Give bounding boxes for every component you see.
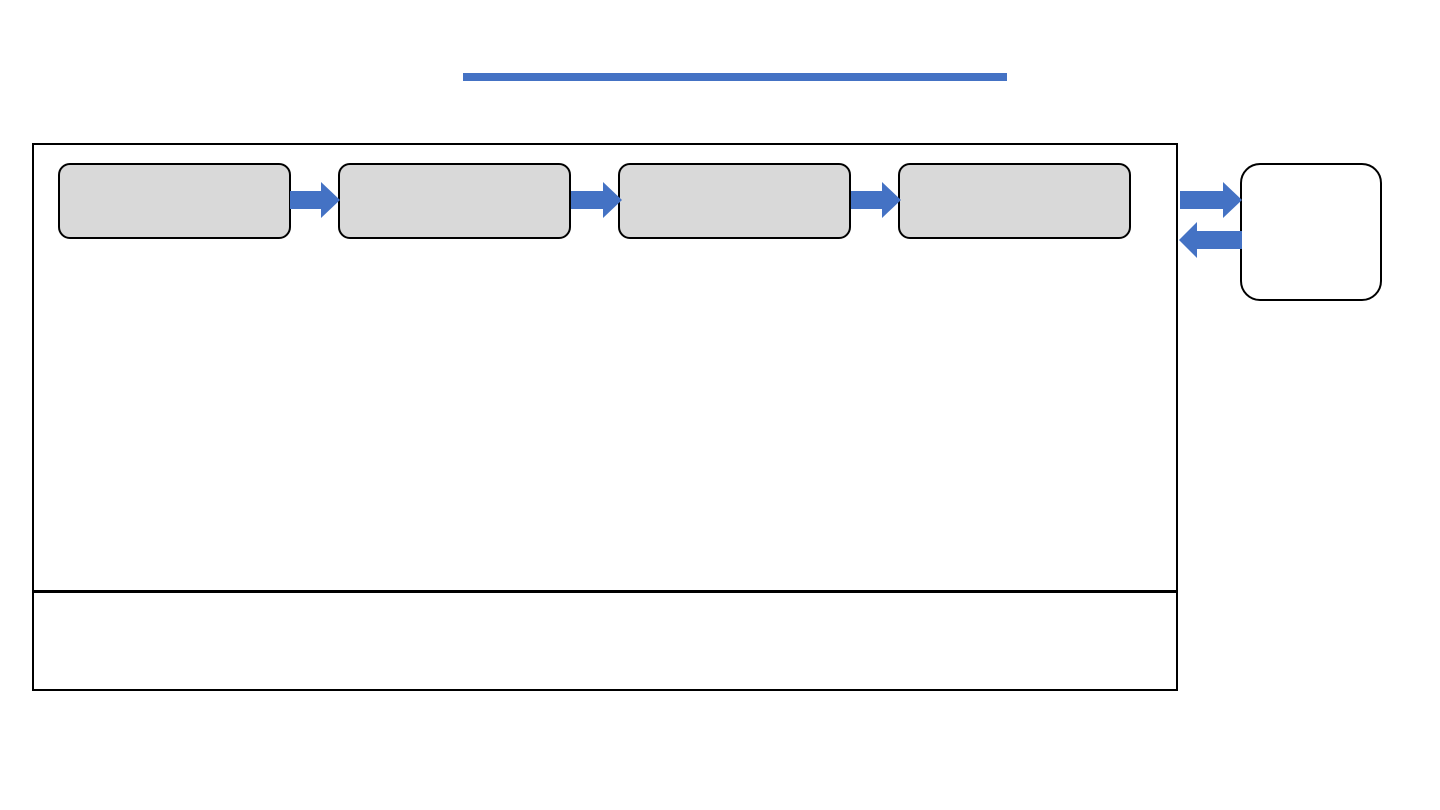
process-step-2	[338, 163, 571, 239]
frame-divider	[32, 590, 1178, 593]
title-underline-bar	[463, 73, 1007, 81]
process-step-1	[58, 163, 291, 239]
footer-area	[34, 593, 1176, 689]
process-step-4	[898, 163, 1131, 239]
arrow-frame-to-side-box	[1180, 182, 1242, 218]
process-step-3	[618, 163, 851, 239]
main-frame	[32, 143, 1178, 691]
arrow-side-box-to-frame	[1179, 222, 1242, 258]
external-box	[1240, 163, 1382, 301]
